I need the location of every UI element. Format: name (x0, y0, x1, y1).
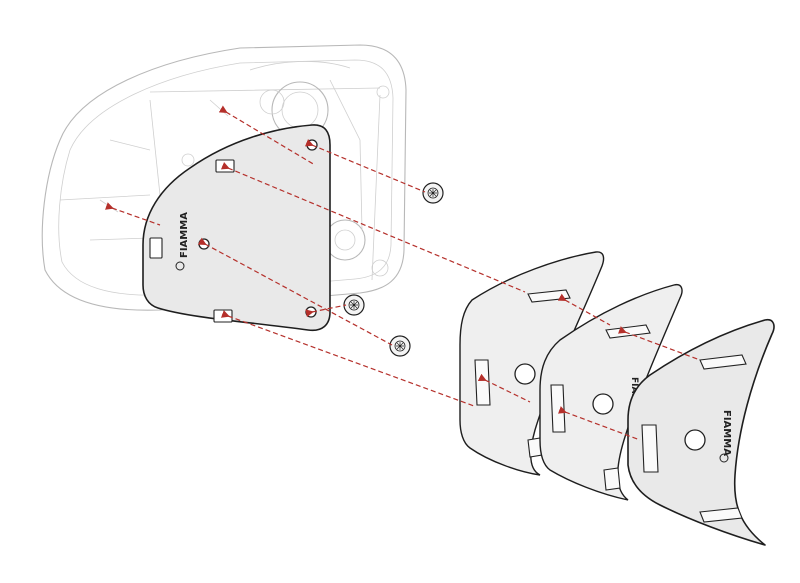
clip-left-3 (641, 424, 659, 473)
adapter-hole-1 (514, 363, 536, 385)
clip-bottom-3 (699, 507, 743, 523)
arrow-icon (477, 373, 531, 403)
plate-logo: FIAMMA (179, 212, 190, 258)
clip-top-3 (699, 354, 747, 370)
clip-bottom-2 (603, 467, 621, 491)
logo-mark-icon (719, 453, 729, 463)
screw-top (422, 182, 444, 204)
screw-middle (343, 294, 365, 316)
plate-slot-top (215, 159, 235, 173)
adapter-hole-3 (684, 429, 706, 451)
logo-mark-icon (175, 261, 185, 271)
clip-left-2 (550, 384, 566, 433)
screw-bottom (389, 335, 411, 357)
plate-slot-left (149, 237, 163, 259)
arrow-icon (197, 237, 393, 346)
arrow-icon (557, 293, 611, 326)
assembly-arrows (105, 105, 701, 441)
adapter-logo-3: FIAMMA (721, 410, 732, 456)
adapter-plate-3: FIAMMA (627, 318, 775, 546)
arrow-icon (220, 310, 475, 407)
clip-top-2 (605, 324, 651, 339)
clip-left-1 (474, 359, 491, 406)
arrow-icon (304, 139, 426, 193)
adapter-hole-2 (592, 393, 614, 415)
arrow-icon (218, 105, 316, 166)
mounting-plate: FIAMMA (142, 124, 331, 332)
ghost-housing (41, 44, 407, 311)
adapter-plate-1 (459, 251, 605, 476)
arrow-icon (557, 406, 641, 441)
arrow-icon (305, 304, 347, 318)
arrow-icon (105, 202, 161, 226)
arrow-icon (220, 161, 526, 293)
arrow-icon (617, 326, 701, 361)
plate-screw-hole-center (198, 238, 210, 250)
